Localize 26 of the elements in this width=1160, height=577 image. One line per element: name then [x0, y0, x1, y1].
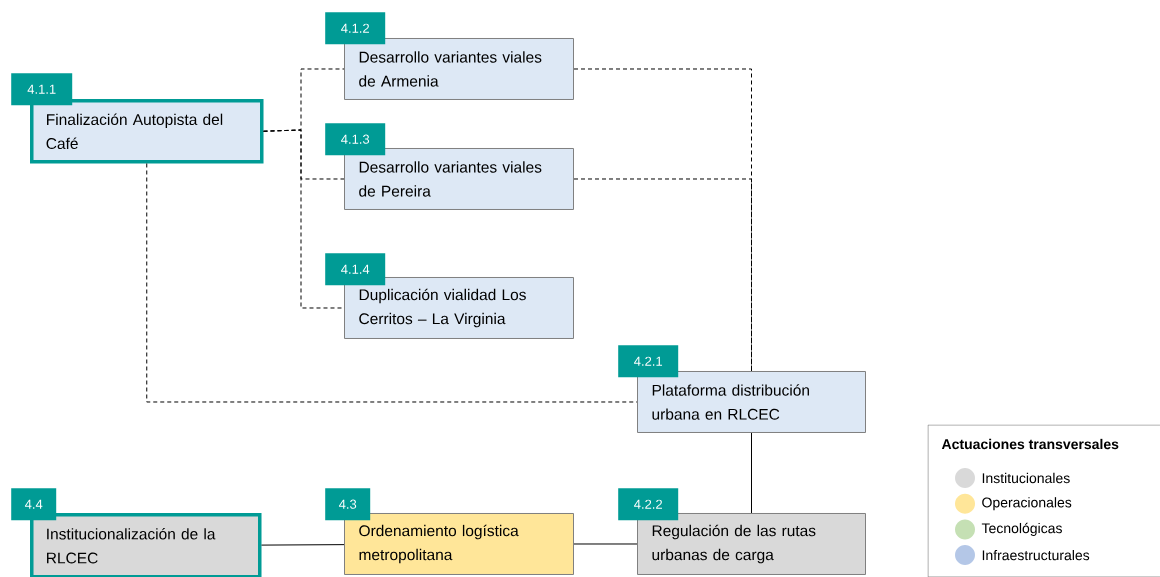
number-tag: 4.2.1 — [618, 345, 679, 378]
legend-title: Actuaciones transversales — [941, 438, 1119, 450]
process-box: Ordenamiento logística metropolitana — [344, 513, 574, 575]
process-box: Desarrollo variantes viales de Armenia — [344, 38, 574, 100]
process-box: Plataforma distribución urbana en RLCEC — [637, 371, 866, 433]
legend-label: Operacionales — [982, 497, 1072, 511]
process-box: Institucionalización de la RLCEC — [30, 513, 262, 577]
number-tag: 4.2.2 — [618, 488, 679, 521]
connector — [146, 163, 638, 403]
legend-label: Tecnológicas — [981, 522, 1062, 536]
connector — [573, 68, 752, 372]
number-tag: 4.1.1 — [11, 73, 73, 106]
process-box: Finalización Autopista del Café — [30, 99, 264, 164]
process-box: Regulación de las rutas urbanas de carga — [637, 513, 866, 575]
connector — [751, 432, 752, 514]
process-box: Duplicación vialidad Los Cerritos – La Virginia — [344, 277, 574, 339]
number-tag: 4.1.2 — [325, 12, 386, 45]
connector — [261, 544, 345, 546]
number-tag: 4.1.4 — [325, 253, 386, 286]
number-tag: 4.4 — [11, 488, 57, 521]
number-tag: 4.3 — [325, 488, 371, 521]
legend-label: Infraestructurales — [982, 549, 1090, 561]
process-box: Desarrollo variantes viales de Pereira — [344, 148, 574, 210]
legend-label: Institucionales — [982, 472, 1070, 484]
connector — [573, 543, 638, 545]
number-tag: 4.1.3 — [325, 123, 386, 156]
